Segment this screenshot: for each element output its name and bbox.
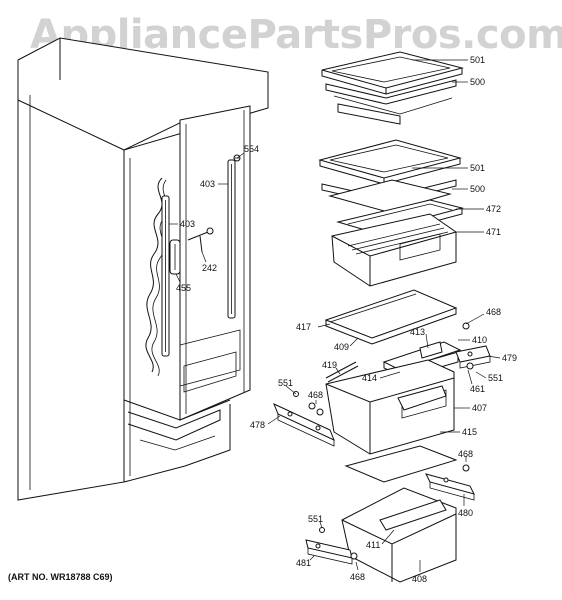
callout-408: 408 bbox=[412, 574, 427, 584]
callout-554: 554 bbox=[244, 144, 259, 154]
callout-500-middle: 500 bbox=[470, 184, 485, 194]
shelf-frame-top bbox=[321, 51, 464, 125]
callout-410: 410 bbox=[472, 335, 487, 345]
meat-pan-471 bbox=[331, 213, 457, 287]
shelf-rail-right bbox=[227, 159, 236, 319]
art-number: (ART NO. WR18788 C69) bbox=[8, 572, 113, 582]
glass-panel-415 bbox=[344, 445, 458, 483]
leader-lines bbox=[169, 59, 501, 572]
fasteners bbox=[293, 322, 474, 560]
callout-411: 411 bbox=[366, 540, 380, 550]
shelf-rail-left bbox=[161, 195, 170, 357]
callout-468-a: 468 bbox=[486, 307, 501, 317]
shelf-frame-middle bbox=[318, 139, 462, 213]
callout-472: 472 bbox=[486, 204, 501, 214]
slide-rail-478 bbox=[273, 403, 335, 447]
pin-242 bbox=[187, 227, 214, 253]
callout-478: 478 bbox=[250, 420, 265, 430]
callout-481: 481 bbox=[296, 558, 311, 568]
callout-403-left: 403 bbox=[180, 219, 195, 229]
slide-rail-480 bbox=[425, 473, 475, 501]
callout-471: 471 bbox=[486, 227, 501, 237]
callout-242: 242 bbox=[202, 263, 217, 273]
drawer-408 bbox=[341, 487, 457, 583]
callout-461: 461 bbox=[470, 384, 485, 394]
callout-468-c: 468 bbox=[458, 449, 473, 459]
callout-501-middle: 501 bbox=[470, 163, 485, 173]
callout-413: 413 bbox=[410, 327, 425, 337]
callout-407: 407 bbox=[472, 403, 487, 413]
bracket-455 bbox=[169, 239, 181, 275]
callout-551-c: 551 bbox=[308, 514, 323, 524]
drawer-407 bbox=[325, 359, 455, 455]
callout-419: 419 bbox=[322, 360, 337, 370]
callout-551-a: 551 bbox=[278, 378, 293, 388]
callout-403-right: 403 bbox=[200, 179, 215, 189]
callout-468-d: 468 bbox=[350, 572, 365, 582]
callout-455: 455 bbox=[176, 283, 191, 293]
callout-415: 415 bbox=[462, 427, 477, 437]
callout-480: 480 bbox=[458, 508, 473, 518]
glass-shelf-409 bbox=[324, 289, 458, 345]
callout-labels: 501 500 554 403 501 500 472 471 403 242 … bbox=[176, 55, 517, 584]
callout-500-top: 500 bbox=[470, 77, 485, 87]
callout-501-top: 501 bbox=[470, 55, 485, 65]
callout-551-b: 551 bbox=[488, 373, 503, 383]
rod-419 bbox=[325, 361, 359, 383]
callout-479: 479 bbox=[502, 353, 517, 363]
callout-409: 409 bbox=[334, 342, 349, 352]
callout-414: 414 bbox=[362, 373, 377, 383]
callout-417: 417 bbox=[296, 322, 311, 332]
callout-468-b: 468 bbox=[308, 390, 323, 400]
slide-rail-481 bbox=[305, 539, 353, 565]
